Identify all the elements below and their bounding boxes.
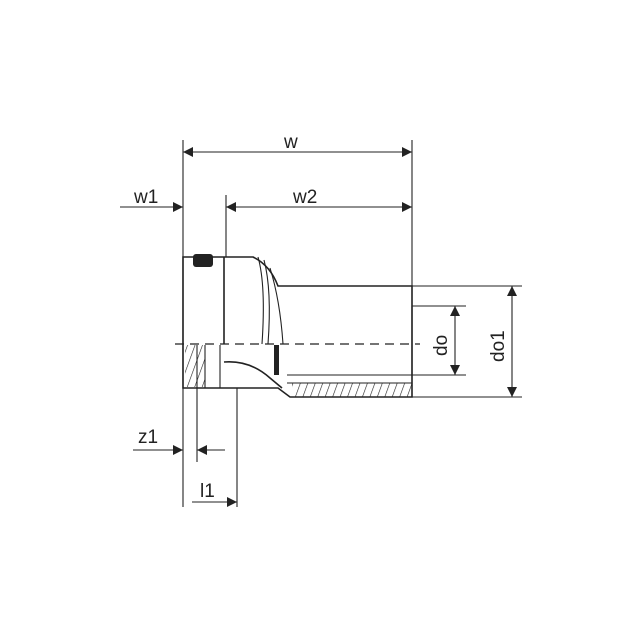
- hatched-wall: [292, 383, 412, 397]
- label-do: do: [431, 335, 452, 356]
- marker-block: [193, 254, 213, 267]
- fitting-body: [175, 254, 420, 398]
- extension-lines: [182, 140, 522, 507]
- label-w: w: [283, 132, 298, 153]
- label-do1: do1: [488, 330, 509, 362]
- label-z1: z1: [138, 427, 158, 448]
- label-w2: w2: [292, 187, 317, 208]
- dimensions: [120, 147, 517, 507]
- label-w1: w1: [133, 187, 158, 208]
- label-l1: l1: [200, 481, 215, 502]
